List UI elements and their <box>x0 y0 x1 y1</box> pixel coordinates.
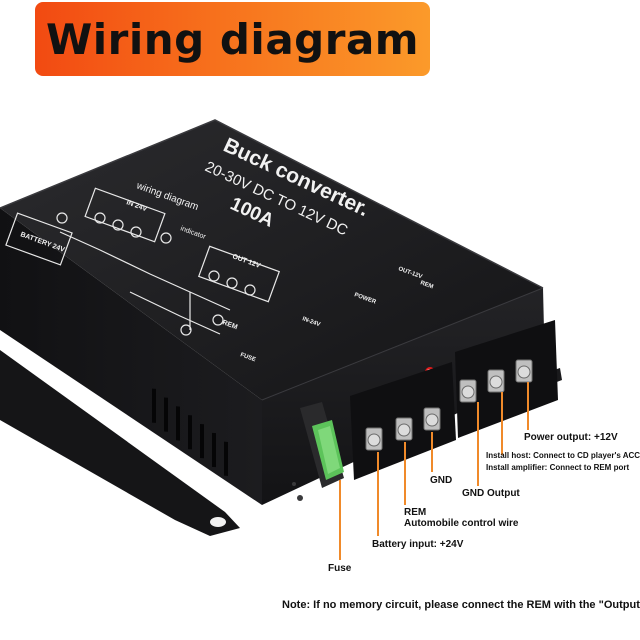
title-banner: Wiring diagram <box>35 2 430 76</box>
mounting-hole <box>210 517 226 527</box>
callout-rem-desc: Automobile control wire <box>404 518 519 529</box>
callout-power-output: Power output: +12V <box>524 432 618 443</box>
callout-lines <box>339 382 529 560</box>
panel-terminal-circles <box>56 212 256 336</box>
banner-title: Wiring diagram <box>45 14 420 64</box>
svg-text:FUSE: FUSE <box>239 352 256 363</box>
device-top-face <box>0 120 543 400</box>
callout-gnd: GND <box>430 475 453 486</box>
svg-text:REM: REM <box>419 280 434 290</box>
callout-rem: REM <box>404 507 427 518</box>
mounting-flange <box>0 350 240 536</box>
terminal-block-input <box>350 362 456 480</box>
callout-gnd-output: GND Output <box>462 488 520 499</box>
panel-fuse-label: FUSE <box>239 352 256 363</box>
callout-install-host: Install host: Connect to CD player's ACC… <box>486 451 640 460</box>
callout-install-amp: Install amplifier: Connect to REM port <box>486 463 630 472</box>
terminal-block-output <box>455 320 558 438</box>
callout-fuse: Fuse <box>328 563 352 574</box>
front-screws <box>292 482 303 501</box>
device-left-face <box>0 208 262 505</box>
panel-rem-label: REM <box>221 319 238 331</box>
svg-text:REM: REM <box>221 319 238 331</box>
footer-note: Note: If no memory circuit, please conne… <box>282 599 640 611</box>
vent-slots <box>152 388 228 476</box>
panel-diagram-lines <box>5 187 281 335</box>
callout-battery-input: Battery input: +24V <box>372 539 464 550</box>
side-rem-label: REM <box>419 280 434 290</box>
